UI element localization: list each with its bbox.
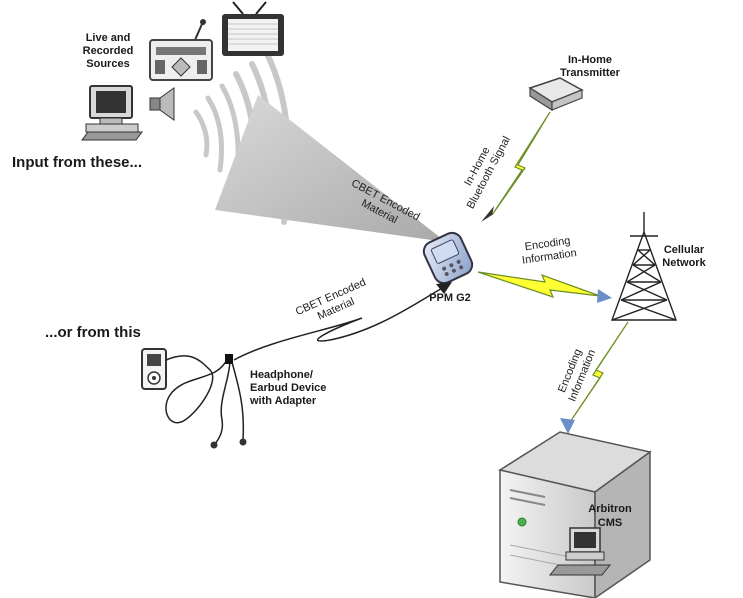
or-from-this-label: ...or from this <box>45 324 141 341</box>
headphone-label-line2: Earbud Device <box>250 382 326 394</box>
cms-label-line1: Arbitron <box>588 503 632 515</box>
cellular-label-line2: Network <box>662 257 706 269</box>
sources-label-line2: Recorded <box>83 45 134 57</box>
transmitter-label-line1: In-Home <box>568 54 612 66</box>
headphone-label-line1: Headphone/ <box>250 369 313 381</box>
headphone-adapter <box>225 354 233 364</box>
sources-label-line3: Sources <box>86 58 129 70</box>
headphone-label-line3: with Adapter <box>249 395 317 407</box>
cms-label-line2: CMS <box>598 517 622 529</box>
bluetooth-signal-bolt <box>492 112 550 215</box>
encoding-arrowhead-2 <box>560 418 575 434</box>
transmitter-icon <box>530 78 582 110</box>
radio-icon <box>150 19 212 80</box>
speaker-icon <box>150 88 174 120</box>
cms-server-icon <box>500 432 650 598</box>
transmitter-label-line2: Transmitter <box>560 67 621 79</box>
media-player-icon <box>142 349 166 389</box>
bluetooth-arrowhead <box>481 206 494 222</box>
sources-label-line1: Live and <box>86 32 131 44</box>
television-icon <box>222 2 284 56</box>
ppm-label: PPM G2 <box>429 292 471 304</box>
earbuds-icon <box>211 439 247 449</box>
input-from-these-label: Input from these... <box>12 154 142 171</box>
computer-icon <box>82 86 142 140</box>
encoding-bolt-1 <box>478 272 600 297</box>
encoding-arrowhead-1 <box>597 289 612 303</box>
cellular-label-line1: Cellular <box>664 244 705 256</box>
